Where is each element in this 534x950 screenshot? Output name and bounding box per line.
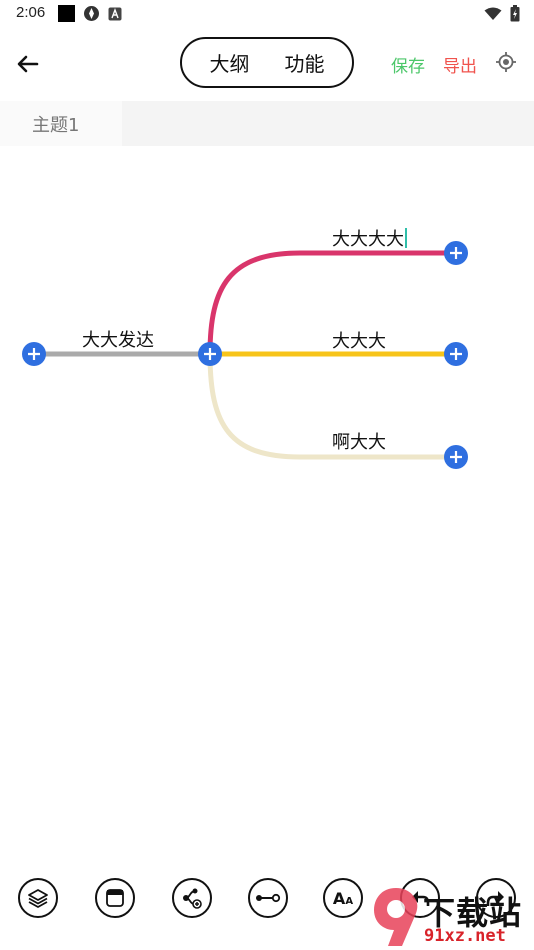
child-node-2-label[interactable]: 大大大 <box>332 331 386 352</box>
add-root-child-button[interactable] <box>198 342 222 366</box>
node-branch-icon <box>183 888 202 909</box>
back-button[interactable] <box>12 48 44 80</box>
top-bar: 大纲 功能 保存 导出 <box>0 28 534 98</box>
export-button[interactable]: 导出 <box>443 57 477 77</box>
plus-icon <box>450 348 462 360</box>
notification-icons <box>58 5 122 22</box>
branch-line-3 <box>207 353 456 460</box>
save-button[interactable]: 保存 <box>391 57 425 77</box>
arrow-left-icon <box>17 55 39 73</box>
tab-function[interactable]: 功能 <box>284 52 325 76</box>
crosshair-icon <box>496 52 516 72</box>
layers-icon <box>28 889 48 908</box>
add-child-2-button[interactable] <box>444 342 468 366</box>
mode-segmented-control: 大纲 功能 <box>180 37 354 88</box>
locate-button[interactable] <box>494 50 518 74</box>
redo-button[interactable] <box>476 878 516 918</box>
connector-icon <box>256 893 281 903</box>
text-cursor <box>405 228 407 248</box>
frame-button[interactable] <box>95 878 135 918</box>
root-node-label[interactable]: 大大发达 <box>82 330 154 351</box>
battery-icon <box>510 5 520 22</box>
font-size-icon: AA <box>332 888 354 908</box>
a-badge-icon <box>108 7 122 20</box>
system-icons <box>484 5 520 22</box>
layers-button[interactable] <box>18 878 58 918</box>
child-node-3-label[interactable]: 啊大大 <box>332 432 386 453</box>
status-bar: 2:06 <box>0 0 534 28</box>
add-child-1-button[interactable] <box>444 241 468 265</box>
watermark-logo <box>374 888 418 946</box>
plus-icon <box>450 247 462 259</box>
status-time: 2:06 <box>16 4 46 21</box>
child-node-1-text[interactable]: 大大大大 <box>332 229 404 250</box>
add-subnode-button[interactable] <box>172 878 212 918</box>
watermark-brand: 下载站 <box>423 894 523 932</box>
add-left-node-button[interactable] <box>22 342 46 366</box>
child-node-1-label[interactable]: 大大大大 <box>332 225 407 251</box>
tab-topic-1[interactable]: 主题1 <box>0 101 122 146</box>
redo-icon <box>486 891 504 906</box>
site-watermark: 下载站 91xz.net <box>368 884 534 950</box>
plus-icon <box>204 348 216 360</box>
watermark-url: 91xz.net <box>424 926 506 946</box>
text-style-button[interactable]: AA <box>323 878 363 918</box>
bottom-toolbar: AA <box>0 872 534 926</box>
aperture-icon <box>84 6 99 21</box>
wifi-icon <box>484 7 502 20</box>
app-notification-icon <box>58 5 75 22</box>
add-child-3-button[interactable] <box>444 445 468 469</box>
window-icon <box>106 889 124 907</box>
plus-icon <box>450 451 462 463</box>
undo-icon <box>412 891 430 906</box>
sheet-tab-strip: 主题1 <box>0 101 534 146</box>
mindmap-canvas[interactable]: 大大发达 大大大大 大大大 啊大大 <box>0 146 534 846</box>
plus-icon <box>28 348 40 360</box>
relation-line-button[interactable] <box>248 878 288 918</box>
branch-line-1 <box>207 250 456 355</box>
tab-outline[interactable]: 大纲 <box>209 52 250 76</box>
